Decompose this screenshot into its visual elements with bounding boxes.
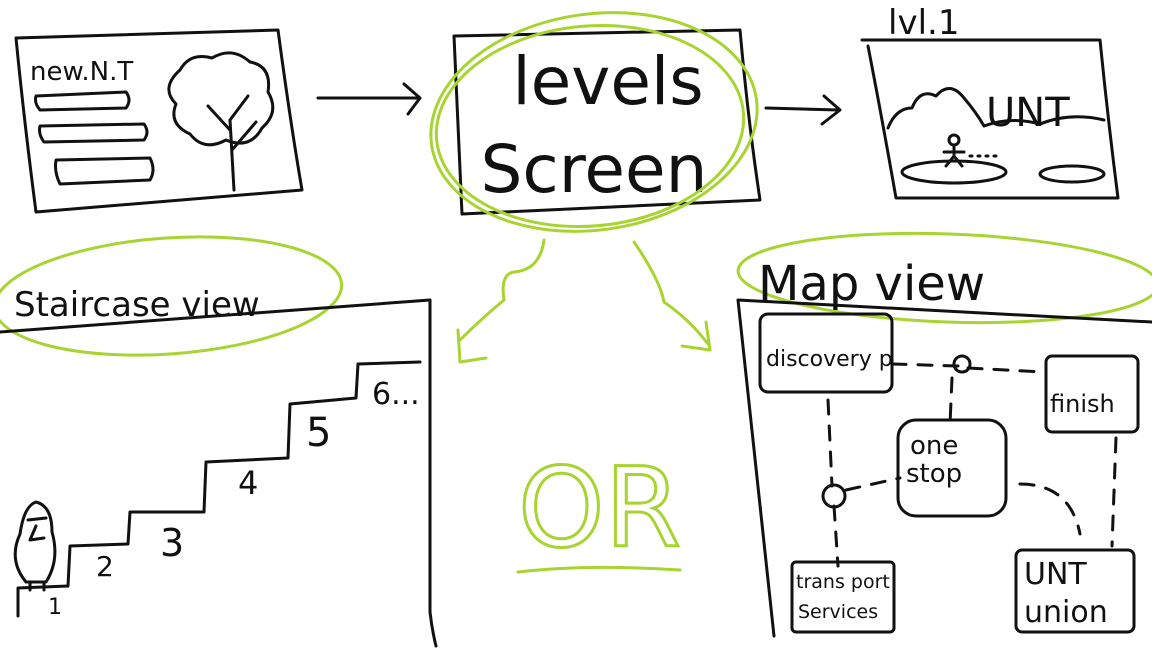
map-view: Map view discovery p finish one stop tra… bbox=[736, 231, 1152, 638]
map-node-one-stop-label-1: one bbox=[910, 431, 958, 461]
levels-screen-highlight bbox=[429, 11, 759, 233]
levels-screen-title-line2: Screen bbox=[481, 131, 708, 208]
stick-figure-icon bbox=[942, 133, 1002, 168]
step-2: 2 bbox=[96, 550, 114, 583]
news-card: new.N.T bbox=[14, 28, 304, 214]
arrow-icon bbox=[764, 94, 842, 126]
penguin-icon bbox=[13, 500, 57, 592]
step-1: 1 bbox=[48, 595, 62, 620]
or-label: OR bbox=[518, 444, 681, 572]
cloud-icon bbox=[886, 87, 1106, 130]
or-divider: OR bbox=[516, 443, 683, 574]
step-3: 3 bbox=[160, 521, 184, 565]
step-6: 6... bbox=[372, 377, 420, 412]
level-card: lvl.1 UNT bbox=[860, 3, 1120, 200]
map-node-one-stop bbox=[896, 418, 1008, 518]
levels-screen-frame bbox=[452, 28, 762, 216]
map-node-finish-label: finish bbox=[1050, 390, 1115, 418]
staircase-title: Staircase view bbox=[14, 285, 260, 325]
map-frame bbox=[736, 298, 1152, 638]
map-node-transport-label-2: Services bbox=[798, 601, 878, 623]
staircase-frame bbox=[0, 298, 438, 648]
map-waypoint-1 bbox=[952, 354, 972, 374]
step-4: 4 bbox=[238, 464, 258, 502]
map-waypoint-2 bbox=[821, 483, 847, 509]
map-node-union-label-2: union bbox=[1024, 595, 1108, 630]
levels-screen-card: levels Screen bbox=[429, 11, 762, 233]
green-arrow-left bbox=[456, 238, 546, 364]
map-node-union bbox=[1014, 548, 1136, 634]
green-arrow-right bbox=[632, 240, 712, 352]
platform-1 bbox=[900, 159, 1008, 185]
level-card-banner: UNT bbox=[986, 90, 1070, 136]
map-node-union-label-1: UNT bbox=[1024, 557, 1087, 592]
tree-icon bbox=[167, 51, 275, 192]
map-node-discovery bbox=[758, 312, 894, 394]
step-5: 5 bbox=[306, 410, 331, 456]
map-node-discovery-label: discovery p bbox=[766, 347, 893, 372]
staircase-steps bbox=[16, 360, 422, 618]
or-underline bbox=[516, 565, 682, 574]
level-card-frame bbox=[860, 38, 1120, 200]
news-line-3 bbox=[54, 156, 155, 186]
level-card-title: lvl.1 bbox=[888, 3, 959, 43]
news-line-1 bbox=[34, 90, 131, 112]
news-card-title: new.N.T bbox=[30, 57, 133, 87]
news-card-frame bbox=[14, 28, 304, 214]
platform-2 bbox=[1038, 164, 1106, 184]
map-node-transport bbox=[790, 560, 896, 634]
map-highlight bbox=[736, 231, 1152, 325]
map-node-transport-label-1: trans port bbox=[796, 571, 890, 593]
map-node-one-stop-label-2: stop bbox=[906, 459, 962, 489]
staircase-highlight bbox=[0, 235, 344, 357]
map-node-finish bbox=[1044, 354, 1140, 434]
arrow-icon bbox=[316, 82, 422, 116]
staircase-view: Staircase view 1 2 3 4 5 6... bbox=[0, 235, 438, 648]
levels-screen-title-line1: levels bbox=[512, 43, 703, 120]
news-line-2 bbox=[38, 122, 149, 144]
